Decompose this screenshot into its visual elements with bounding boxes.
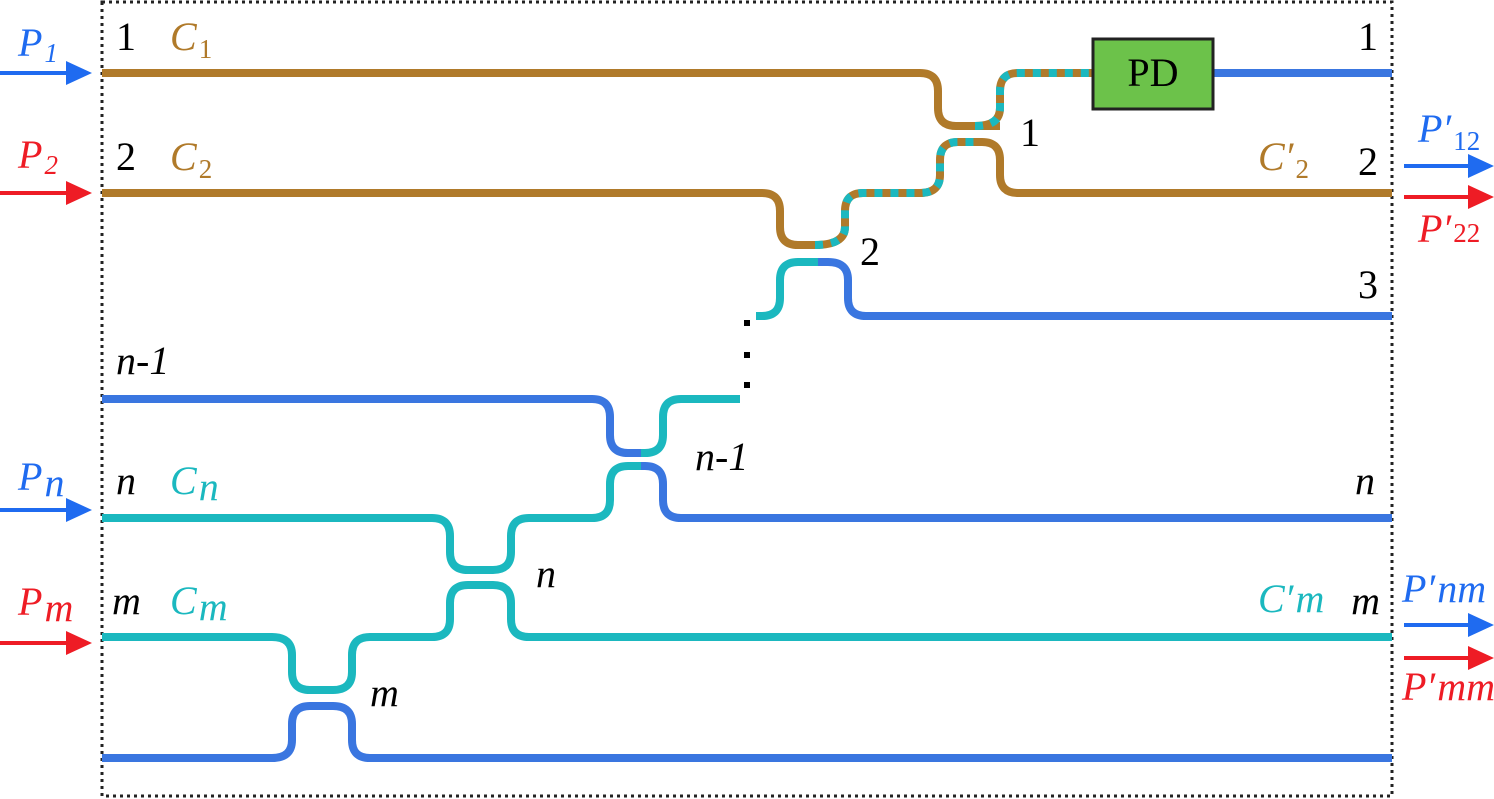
carrier-label-cm: Cm: [170, 578, 228, 629]
output-arrows: [1404, 154, 1494, 670]
right-port-m: m: [1351, 578, 1380, 623]
coupler-label-2: 2: [860, 229, 880, 274]
waveguide-3-output: [818, 258, 1392, 320]
output-label-pnm: P′nm: [1401, 566, 1486, 611]
waveguide-1-mixed-dash: [974, 69, 1093, 130]
left-port-n1: n-1: [116, 338, 169, 383]
waveguide-n-output: [641, 462, 1392, 522]
right-port-3: 3: [1358, 262, 1378, 307]
carrier-label-c1: C1: [170, 14, 212, 64]
left-port-1: 1: [116, 14, 136, 59]
waveguide-n1-up: [641, 395, 740, 457]
input-label-pm: Pm: [17, 579, 73, 630]
coupler-label-m: m: [370, 670, 399, 715]
carrier-label-c2-out: C′2: [1258, 134, 1309, 184]
input-arrows: [0, 61, 92, 655]
right-port-n: n: [1355, 458, 1375, 503]
coupler-label-n1: n-1: [695, 434, 748, 479]
waveguide-2-input: [102, 189, 820, 249]
waveguide-3-cyan: [756, 258, 818, 320]
right-port-1: 1: [1358, 14, 1378, 59]
carrier-label-cn: Cn: [170, 458, 219, 509]
waveguide-n-input: [102, 462, 641, 574]
left-port-2: 2: [116, 134, 136, 179]
carrier-label-cm-out: C′m: [1258, 576, 1324, 621]
waveguide-1-input: [102, 69, 1000, 130]
ellipsis-dots: [744, 320, 750, 388]
system-boundary: [100, 0, 1394, 798]
input-label-p2: P2: [17, 132, 58, 180]
waveguide-n1-input: [102, 395, 641, 457]
waveguide-2-output: [975, 138, 1392, 197]
carrier-label-c2: C2: [170, 134, 212, 184]
output-label-p22: P′22: [1417, 206, 1480, 251]
coupler-label-n: n: [536, 551, 556, 596]
right-port-2: 2: [1358, 139, 1378, 184]
output-label-p12: P′12: [1417, 106, 1480, 156]
photodetector-box: [1091, 37, 1215, 111]
photodetector-label: PD: [1127, 50, 1178, 95]
waveguide-bottom: [102, 702, 1392, 762]
left-port-n: n: [116, 458, 136, 503]
output-label-pmm: P′mm: [1401, 664, 1494, 709]
waveguide-m-input: [102, 581, 1392, 694]
waveguide-2-mixed-dash: [814, 138, 975, 249]
left-port-m: m: [112, 578, 141, 623]
coupler-label-1: 1: [1020, 110, 1040, 155]
input-label-p1: P1: [17, 20, 58, 68]
input-label-pn: Pn: [17, 454, 64, 505]
